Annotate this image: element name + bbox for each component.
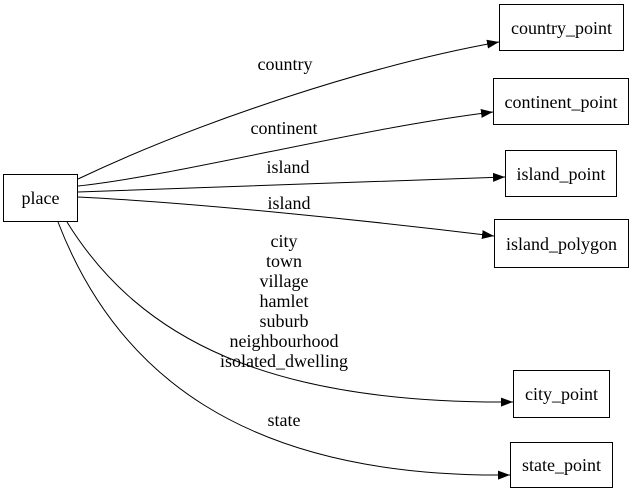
edge-label-line: hamlet bbox=[259, 291, 309, 311]
graph-edge-place-to-state_point bbox=[57, 221, 511, 480]
graph-node-island_polygon: island_polygon bbox=[494, 219, 629, 268]
graph-node-country_point: country_point bbox=[499, 4, 624, 51]
edge-label-line: town bbox=[265, 251, 302, 271]
graph-edge-place-to-continent_point bbox=[77, 108, 494, 187]
edge-label-line: neighbourhood bbox=[229, 331, 339, 351]
node-label-continent_point: continent_point bbox=[504, 91, 618, 112]
graph-node-place: place bbox=[3, 174, 78, 222]
graph-edge-place-to-country_point bbox=[77, 39, 500, 180]
edge-label-line: state bbox=[267, 410, 301, 430]
node-label-place: place bbox=[21, 188, 60, 208]
edge-label-line: isolated_dwelling bbox=[220, 351, 348, 371]
node-label-state_point: state_point bbox=[522, 455, 601, 475]
edge-label-state_point: state bbox=[268, 410, 301, 430]
node-label-country_point: country_point bbox=[511, 17, 612, 38]
graph-node-city_point: city_point bbox=[513, 370, 610, 418]
edge-label-island_polygon: island bbox=[268, 193, 311, 213]
graph-node-state_point: state_point bbox=[510, 442, 613, 488]
node-label-island_point: island_point bbox=[516, 163, 606, 184]
edge-label-continent_point: continent bbox=[251, 118, 318, 138]
edge-label-line: suburb bbox=[259, 311, 309, 331]
graph-node-continent_point: continent_point bbox=[493, 78, 629, 125]
graph-node-island_point: island_point bbox=[505, 150, 617, 197]
edge-label-line: island bbox=[267, 193, 311, 213]
edge-label-line: continent bbox=[250, 118, 318, 138]
graph-edge-place-to-city_point bbox=[66, 221, 514, 407]
graph-edge-place-to-island_polygon bbox=[77, 196, 495, 240]
node-label-island_polygon: island_polygon bbox=[506, 233, 617, 254]
node-label-city_point: city_point bbox=[525, 384, 598, 404]
edge-label-line: island bbox=[266, 157, 310, 177]
edge-label-island_point: island bbox=[267, 157, 310, 177]
edge-label-line: country bbox=[257, 54, 313, 74]
graph-edge-place-to-island_point bbox=[77, 172, 506, 193]
edge-label-line: city bbox=[270, 231, 298, 251]
edge-label-line: village bbox=[259, 271, 309, 291]
edge-label-country_point: country bbox=[258, 54, 313, 74]
